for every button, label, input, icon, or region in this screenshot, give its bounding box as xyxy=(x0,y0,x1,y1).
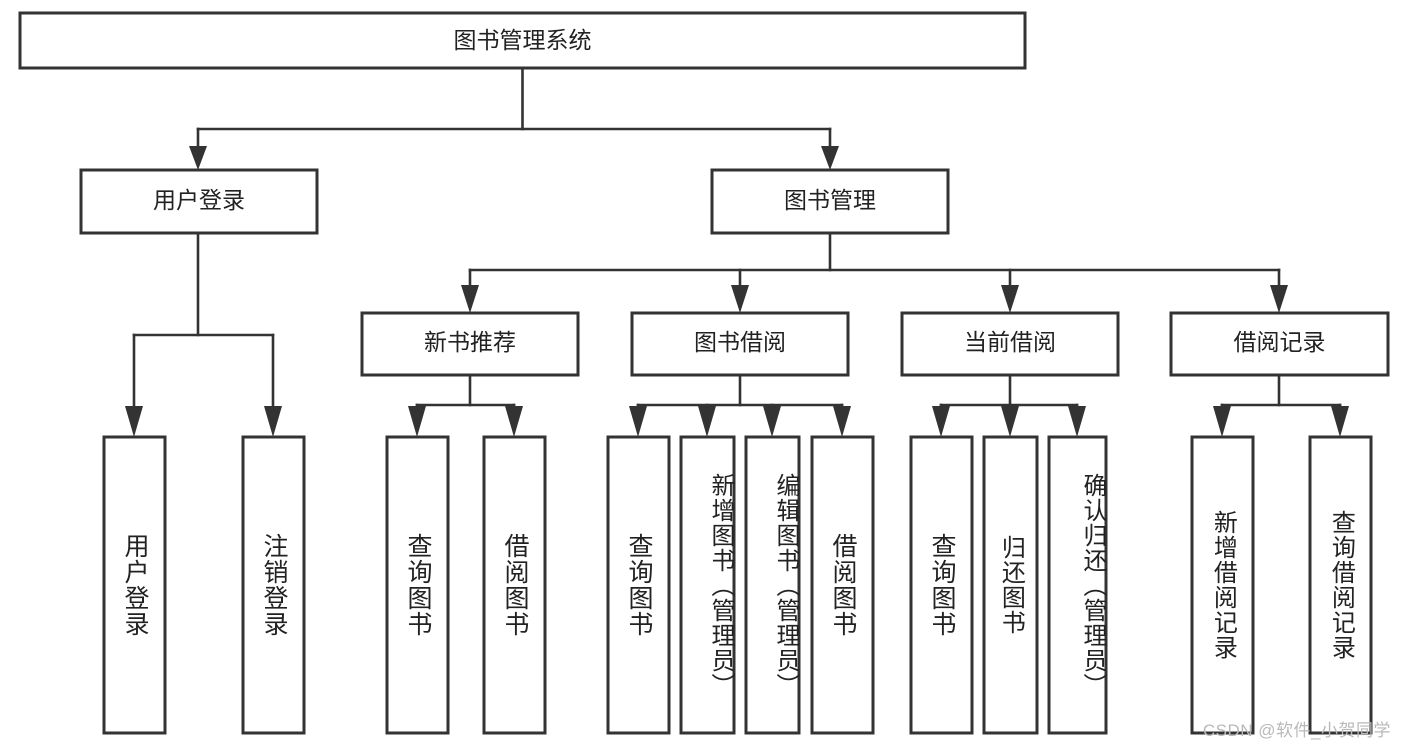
leaf-box-query-book-2[interactable] xyxy=(606,435,671,735)
node-current-borrow[interactable]: 当前借阅 xyxy=(900,311,1120,377)
csdn-watermark: CSDN @软件_小贺同学 xyxy=(1202,721,1391,740)
arrow-book-borrow xyxy=(731,285,749,313)
node-book-borrow[interactable]: 图书借阅 xyxy=(630,311,850,377)
node-user-login[interactable]: 用户登录 xyxy=(79,168,319,235)
node-book-borrow-label: 图书借阅 xyxy=(694,329,786,355)
node-book-manage-label: 图书管理 xyxy=(784,187,876,213)
arrow-new-book-recommend xyxy=(461,285,479,313)
connector-layer xyxy=(125,66,1349,437)
arrow-leaf-add-book-admin xyxy=(698,406,716,437)
leaf-box-layer xyxy=(102,435,1373,735)
leaf-box-add-book-admin[interactable] xyxy=(679,435,736,735)
arrow-leaf-add-borrow-record xyxy=(1213,406,1231,437)
leaf-box-user-login[interactable] xyxy=(102,435,167,735)
node-user-login-box[interactable] xyxy=(79,168,319,235)
node-user-login-label: 用户登录 xyxy=(153,187,245,213)
leaf-box-borrow-book-2[interactable] xyxy=(810,435,875,735)
node-book-manage-box[interactable] xyxy=(710,168,950,235)
leaf-box-edit-book-admin[interactable] xyxy=(744,435,801,735)
node-root-box[interactable] xyxy=(18,11,1027,70)
arrow-leaf-borrow-book-1 xyxy=(505,406,523,437)
leaf-box-confirm-return-admin[interactable] xyxy=(1047,435,1108,735)
arrow-leaf-confirm-return-admin xyxy=(1068,406,1086,437)
arrow-borrow-record xyxy=(1270,285,1288,313)
leaf-box-logout-login[interactable] xyxy=(241,435,306,735)
arrow-user-login xyxy=(189,146,207,170)
node-current-borrow-box[interactable] xyxy=(900,311,1120,377)
node-borrow-record-label: 借阅记录 xyxy=(1234,329,1326,355)
leaf-box-query-book-3[interactable] xyxy=(909,435,974,735)
arrow-leaf-edit-book-admin xyxy=(763,406,781,437)
arrow-leaf-return-book xyxy=(1001,406,1019,437)
leaf-box-query-borrow-record[interactable] xyxy=(1308,435,1373,735)
node-new-book-recommend-box[interactable] xyxy=(360,311,580,377)
arrow-leaf-logout-login xyxy=(264,406,282,437)
leaf-box-query-book-1[interactable] xyxy=(385,435,450,735)
leaf-box-borrow-book-1[interactable] xyxy=(482,435,547,735)
leaf-box-add-borrow-record[interactable] xyxy=(1190,435,1255,735)
arrow-leaf-user-login xyxy=(125,406,143,437)
arrow-leaf-query-book-2 xyxy=(629,406,647,437)
arrow-leaf-query-book-3 xyxy=(932,406,950,437)
node-book-borrow-box[interactable] xyxy=(630,311,850,377)
node-current-borrow-label: 当前借阅 xyxy=(964,329,1056,355)
arrow-leaf-query-book-1 xyxy=(408,406,426,437)
node-borrow-record[interactable]: 借阅记录 xyxy=(1169,311,1390,377)
node-root[interactable]: 图书管理系统 xyxy=(18,11,1027,70)
node-book-manage[interactable]: 图书管理 xyxy=(710,168,950,235)
leaf-box-return-book[interactable] xyxy=(982,435,1039,735)
node-root-label: 图书管理系统 xyxy=(454,27,592,53)
arrow-current-borrow xyxy=(1001,285,1019,313)
node-new-book-recommend[interactable]: 新书推荐 xyxy=(360,311,580,377)
node-new-book-recommend-label: 新书推荐 xyxy=(424,329,516,355)
arrow-book-manage xyxy=(821,146,839,170)
arrow-leaf-query-borrow-record xyxy=(1331,406,1349,437)
node-borrow-record-box[interactable] xyxy=(1169,311,1390,377)
arrow-leaf-borrow-book-2 xyxy=(833,406,851,437)
